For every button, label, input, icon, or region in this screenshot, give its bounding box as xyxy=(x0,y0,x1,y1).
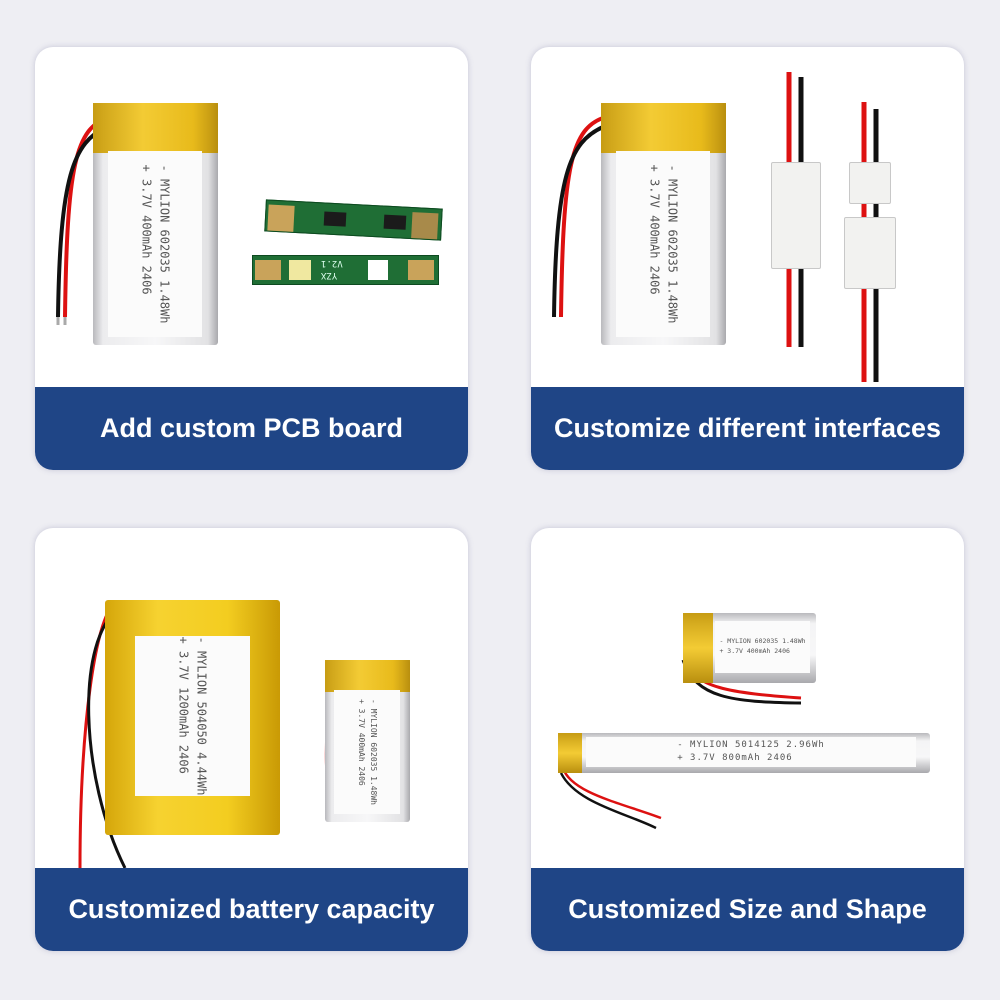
battery-large: - MYLION 504050 4.44Wh + 3.7V 1200mAh 24… xyxy=(105,600,280,835)
battery-label-line1: - MYLION 5014125 2.96Wh xyxy=(677,739,825,750)
battery-label-line2: + 3.7V 400mAh 2406 xyxy=(647,164,662,295)
battery-label-line1: - MYLION 602035 1.48Wh xyxy=(157,164,172,324)
pcb-board-bottom: V2.1 YZX xyxy=(252,255,439,285)
connector-socket xyxy=(844,217,896,289)
battery-label-line1: - MYLION 504050 4.44Wh xyxy=(194,636,209,796)
battery-small: - MYLION 602035 1.48Wh + 3.7V 400mAh 240… xyxy=(325,660,410,822)
battery-label-line2: + 3.7V 400mAh 2406 xyxy=(719,647,790,655)
card-custom-interfaces: - MYLION 602035 1.48Wh + 3.7V 400mAh 240… xyxy=(531,47,964,470)
pcb-version-text: V2.1 xyxy=(321,258,343,268)
battery: - MYLION 602035 1.48Wh + 3.7V 400mAh 240… xyxy=(601,103,726,345)
connector-plug xyxy=(771,162,821,269)
battery-label-line2: + 3.7V 800mAh 2406 xyxy=(677,753,793,763)
wires xyxy=(559,657,802,830)
battery-small: - MYLION 602035 1.48Wh + 3.7V 400mAh 240… xyxy=(683,613,816,683)
battery-label-line2: + 3.7V 400mAh 2406 xyxy=(139,164,154,295)
card-custom-pcb: - MYLION 602035 1.48Wh + 3.7V 400mAh 240… xyxy=(35,47,468,470)
card-title-banner: Customized Size and Shape xyxy=(531,868,964,951)
card-battery-capacity: - MYLION 504050 4.44Wh + 3.7V 1200mAh 24… xyxy=(35,528,468,951)
battery-label-line2: + 3.7V 1200mAh 2406 xyxy=(176,636,191,774)
connector-plug-small xyxy=(849,162,891,204)
card-title-banner: Customized battery capacity xyxy=(35,868,468,951)
card-title-banner: Customize different interfaces xyxy=(531,387,964,470)
battery-label-line1: - MYLION 602035 1.48Wh xyxy=(719,637,806,646)
battery-label-line1: - MYLION 602035 1.48Wh xyxy=(665,164,680,324)
battery: - MYLION 602035 1.48Wh + 3.7V 400mAh 240… xyxy=(93,103,218,345)
pcb-maker-text: YZX xyxy=(321,270,338,280)
battery-label-line1: - MYLION 602035 1.48Wh xyxy=(369,699,378,805)
card-title-banner: Add custom PCB board xyxy=(35,387,468,470)
battery-label-line2: + 3.7V 400mAh 2406 xyxy=(357,699,366,786)
battery-long: - MYLION 5014125 2.96Wh + 3.7V 800mAh 24… xyxy=(558,733,930,773)
card-size-shape: - MYLION 602035 1.48Wh + 3.7V 400mAh 240… xyxy=(531,528,964,951)
wires xyxy=(552,72,879,382)
